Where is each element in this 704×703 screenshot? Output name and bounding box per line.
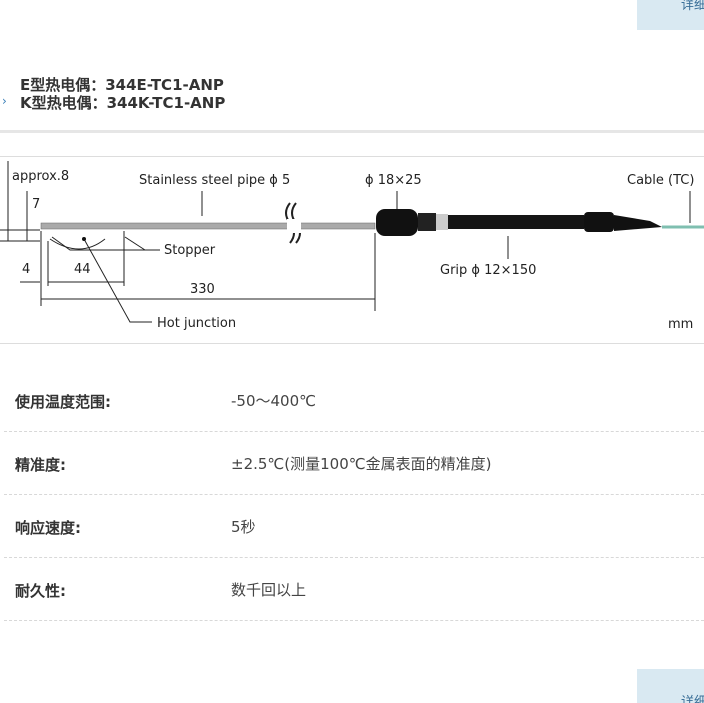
detail-button-bottom[interactable]: 详细	[637, 669, 704, 703]
model-k: K型热电偶：344K-TC1-ANP	[20, 94, 226, 112]
spec-label: 耐久性:	[15, 582, 66, 600]
detail-button-top[interactable]: 详细	[637, 0, 704, 30]
spec-value: 数千回以上	[231, 581, 307, 599]
spec-row: 耐久性: 数千回以上	[4, 558, 704, 621]
divider	[0, 130, 704, 133]
spec-label: 使用温度范围:	[15, 393, 111, 411]
spec-label: 精准度:	[15, 456, 66, 474]
label-330: 330	[190, 282, 215, 297]
label-cable: Cable (TC)	[627, 173, 694, 188]
chevron-right-icon: ›	[2, 94, 7, 108]
label-pipe: Stainless steel pipe ϕ 5	[139, 173, 290, 188]
spec-row: 使用温度范围: -50～400℃	[4, 369, 704, 432]
spec-value: -50～400℃	[231, 392, 316, 410]
probe-diagram: approx.8 Stainless steel pipe ϕ 5 ϕ 18×2…	[0, 156, 704, 344]
spec-value: 5秒	[231, 518, 256, 536]
model-list: E型热电偶：344E-TC1-ANP K型热电偶：344K-TC1-ANP	[20, 76, 225, 112]
spec-row: 响应速度: 5秒	[4, 495, 704, 558]
spec-value: ±2.5℃(测量100℃金属表面的精准度)	[231, 455, 492, 473]
label-approx: approx.8	[12, 169, 69, 184]
label-grip: Grip ϕ 12×150	[440, 263, 536, 278]
label-unit: mm	[668, 317, 693, 332]
spec-row: 精准度: ±2.5℃(测量100℃金属表面的精准度)	[4, 432, 704, 495]
label-stopper: Stopper	[164, 243, 216, 258]
model-e: E型热电偶：344E-TC1-ANP	[20, 76, 224, 94]
label-7: 7	[32, 197, 40, 212]
spec-label: 响应速度:	[15, 519, 81, 537]
label-head: ϕ 18×25	[365, 173, 422, 188]
label-hot-junction: Hot junction	[157, 316, 236, 331]
label-4: 4	[22, 262, 30, 277]
label-44: 44	[74, 262, 91, 277]
